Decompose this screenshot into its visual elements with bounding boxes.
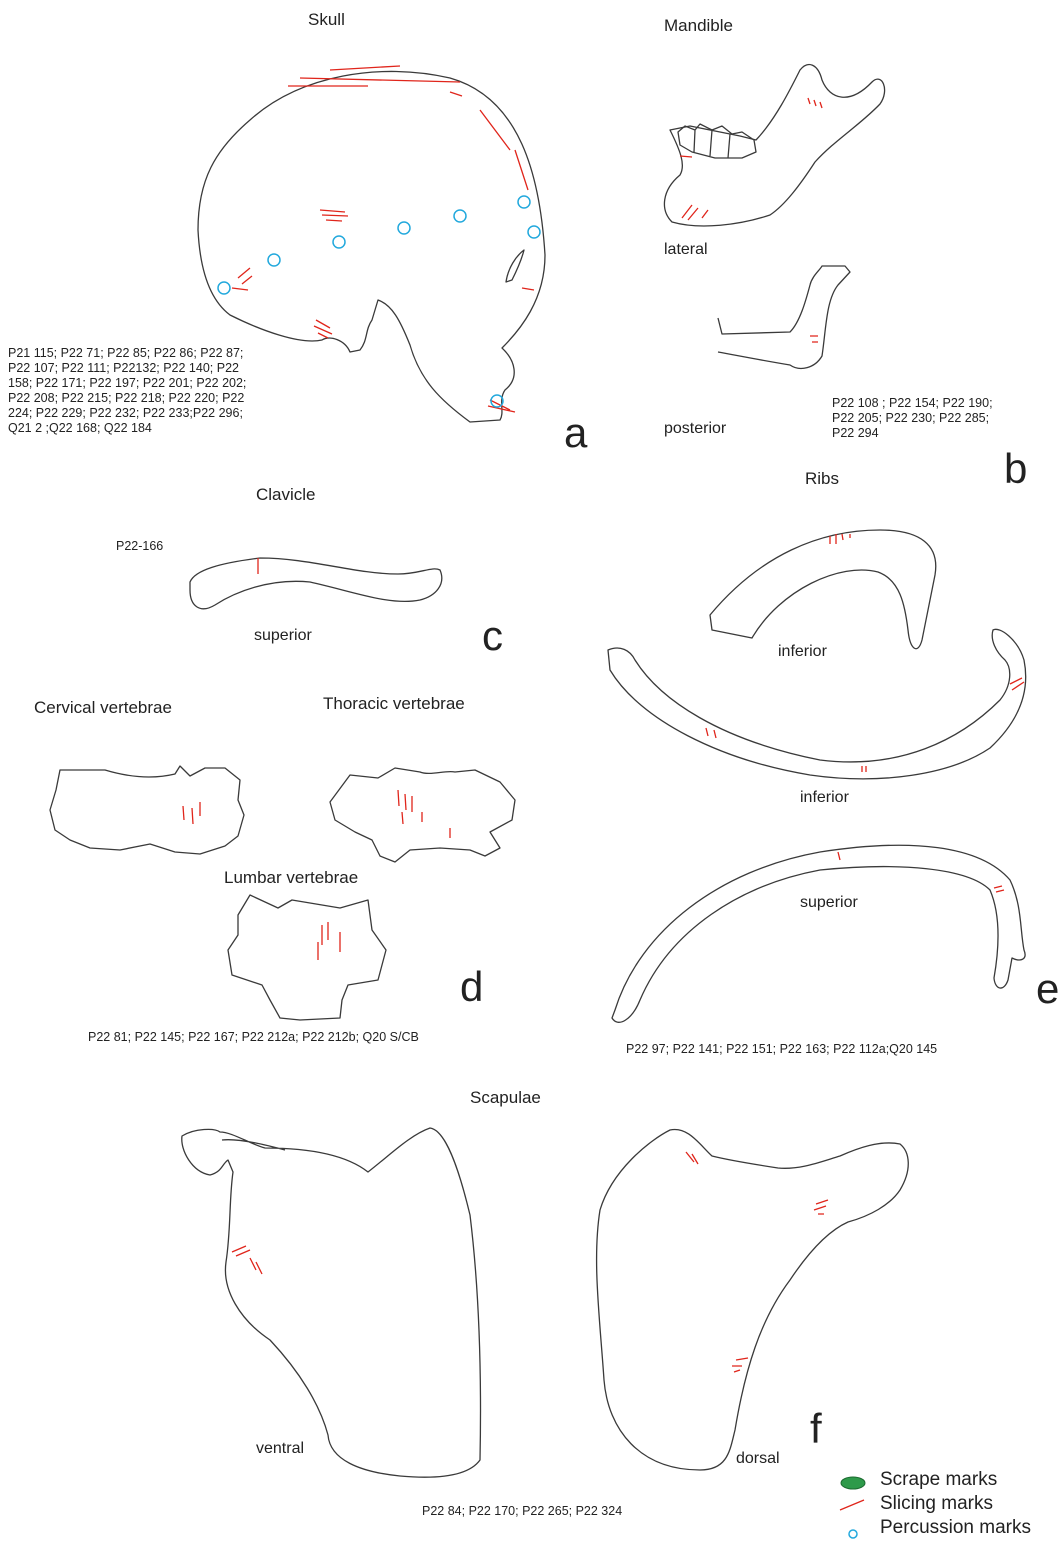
specimen-line: P21 115; P22 71; P22 85; P22 86; P22 87; (8, 346, 244, 360)
legend-slicing-swatch (839, 1499, 865, 1511)
clavicle-title: Clavicle (256, 485, 316, 504)
mandible-title: Mandible (664, 16, 733, 35)
rib-3-view: superior (800, 894, 858, 911)
scapula-ventral-label: ventral (256, 1440, 305, 1457)
clavicle-specimen: P22-166 (116, 539, 164, 553)
scapulae-title: Scapulae (470, 1088, 541, 1107)
rib-1-outline (709, 529, 937, 650)
mandible-posterior-label: posterior (664, 420, 727, 437)
panel-letter-d: d (460, 963, 484, 1010)
clavicle-outline (189, 557, 443, 610)
skull-title: Skull (308, 10, 345, 29)
specimen-line: P22 294 (832, 426, 879, 440)
mandible-specimen-list: P22 108 ; P22 154; P22 190; P22 205; P22… (832, 396, 993, 441)
thoracic-title: Thoracic vertebrae (323, 694, 465, 713)
specimen-line: P22 107; P22 111; P22132; P22 140; P22 (8, 361, 239, 375)
panel-letter-e: e (1036, 965, 1060, 1012)
skull-specimen-list: P21 115; P22 71; P22 85; P22 86; P22 87;… (8, 346, 246, 436)
specimen-line: 158; P22 171; P22 197; P22 201; P22 202; (8, 376, 247, 390)
mandible-posterior-outline (717, 265, 851, 370)
ribs-title: Ribs (805, 469, 840, 488)
mandible-lateral-label: lateral (664, 241, 708, 258)
thoracic-outline (329, 767, 516, 863)
skull-percussion-marks (217, 195, 858, 1539)
panel-letter-b: b (1004, 445, 1028, 492)
rib-3-outline (611, 844, 1026, 1023)
vertebrae-specimen-list: P22 81; P22 145; P22 167; P22 212a; P22 … (88, 1030, 419, 1044)
scapula-ventral-outline (181, 1127, 482, 1478)
rib-2-outline (607, 628, 1027, 780)
panel-letter-c: c (482, 612, 503, 659)
vertebrae-slicing-marks (182, 789, 451, 960)
lumbar-outline (227, 894, 387, 1021)
legend-percussion-swatch (848, 1529, 858, 1539)
specimen-line: P22 205; P22 230; P22 285; (832, 411, 990, 425)
specimen-line: Q21 2 ;Q22 168; Q22 184 (8, 421, 152, 435)
scapula-dorsal-label: dorsal (736, 1450, 780, 1467)
skull-orbit (505, 249, 525, 283)
panel-letter-a: a (564, 409, 588, 456)
scapulae-specimen-list: P22 84; P22 170; P22 265; P22 324 (422, 1504, 623, 1518)
cervical-title: Cervical vertebrae (34, 698, 172, 717)
legend-slicing-label: Slicing marks (880, 1493, 993, 1514)
skull-slicing-marks (231, 65, 535, 413)
panel-letter-f: f (810, 1405, 822, 1452)
specimen-line: 224; P22 229; P22 232; P22 233;P22 296; (8, 406, 243, 420)
cervical-outline (49, 765, 245, 855)
mandible-teeth (677, 123, 757, 159)
rib-1-view: inferior (778, 643, 827, 660)
clavicle-view-label: superior (254, 627, 312, 644)
specimen-line: P22 208; P22 215; P22 218; P22 220; P22 (8, 391, 245, 405)
skull-outline (197, 70, 546, 423)
mandible-lateral-outline (663, 63, 886, 227)
ribs-slicing-marks (705, 533, 1025, 893)
specimen-line: P22 108 ; P22 154; P22 190; (832, 396, 993, 410)
rib-2-view: inferior (800, 789, 849, 806)
lumbar-title: Lumbar vertebrae (224, 868, 359, 887)
legend-percussion-label: Percussion marks (880, 1517, 1031, 1538)
legend-scrape-swatch (840, 1476, 866, 1490)
ribs-specimen-list: P22 97; P22 141; P22 151; P22 163; P22 1… (626, 1042, 938, 1056)
legend-scrape-label: Scrape marks (880, 1469, 998, 1490)
scapula-dorsal-outline (595, 1128, 909, 1471)
mandible-slicing-marks (679, 97, 823, 343)
scapulae-slicing-marks (231, 1151, 829, 1373)
